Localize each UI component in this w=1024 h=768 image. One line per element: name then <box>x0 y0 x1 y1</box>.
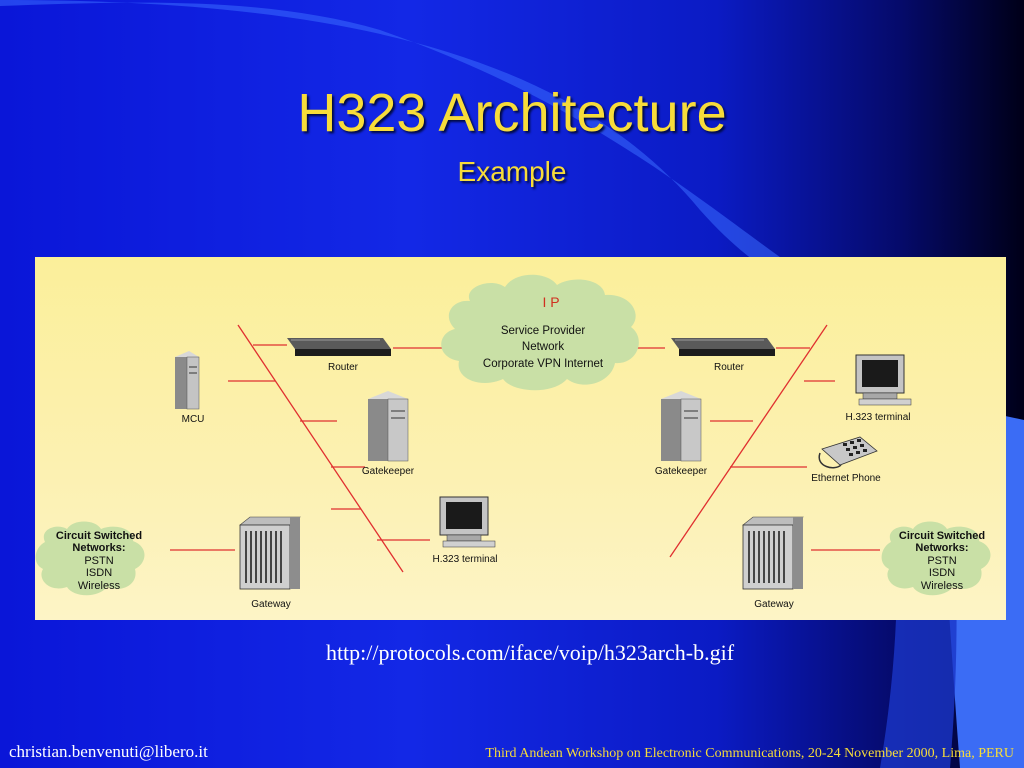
footer-event: Third Andean Workshop on Electronic Comm… <box>485 746 1014 761</box>
right-gateway-label: Gateway <box>754 599 793 610</box>
right-router-icon <box>671 338 775 356</box>
right-csn-item-3: Wireless <box>921 580 964 592</box>
left-router-label: Router <box>328 362 359 373</box>
cloud-line-3: Corporate VPN Internet <box>483 358 604 370</box>
left-csn-title-2: Networks: <box>72 542 125 554</box>
right-router-label: Router <box>714 362 745 373</box>
cloud-line-1: Service Provider <box>501 325 586 337</box>
right-gatekeeper-label: Gatekeeper <box>655 466 708 477</box>
left-gatekeeper-server-icon <box>368 391 409 462</box>
left-gateway-rack-icon <box>239 516 301 590</box>
right-csn-cloud <box>881 521 991 596</box>
cloud-line-2: Network <box>522 341 564 353</box>
right-terminal-computer-icon <box>855 354 912 406</box>
left-gatekeeper-label: Gatekeeper <box>362 466 415 477</box>
right-csn-item-2: ISDN <box>929 567 955 579</box>
left-csn-cloud <box>35 521 145 596</box>
right-csn-item-1: PSTN <box>927 555 956 567</box>
cloud-title: I P <box>542 294 559 310</box>
left-router-icon <box>287 338 391 356</box>
right-csn-title-2: Networks: <box>915 542 968 554</box>
left-terminal-computer-icon <box>439 496 496 548</box>
slide-subtitle: Example <box>457 156 567 187</box>
right-csn-title-1: Circuit Switched <box>899 530 985 542</box>
right-gateway-rack-icon <box>742 516 804 590</box>
left-gateway-label: Gateway <box>251 599 290 610</box>
ip-cloud: I P Service Provider Network Corporate V… <box>441 274 639 391</box>
left-csn-title-1: Circuit Switched <box>56 530 142 542</box>
left-csn-item-3: Wireless <box>78 580 121 592</box>
left-csn-item-2: ISDN <box>86 567 112 579</box>
right-terminal-label: H.323 terminal <box>845 412 910 423</box>
left-terminal-label: H.323 terminal <box>432 554 497 565</box>
source-url[interactable]: http://protocols.com/iface/voip/h323arch… <box>325 640 735 665</box>
ethernet-phone-icon <box>818 436 878 469</box>
right-gatekeeper-server-icon <box>661 391 702 462</box>
ethernet-phone-label: Ethernet Phone <box>811 473 881 484</box>
left-csn-item-1: PSTN <box>84 555 113 567</box>
slide-title: H323 Architecture <box>297 83 727 143</box>
mcu-server-icon <box>175 351 200 410</box>
mcu-label: MCU <box>182 414 205 425</box>
h323-architecture-diagram: I P Service Provider Network Corporate V… <box>35 257 1006 620</box>
footer-email: christian.benvenuti@libero.it <box>9 742 208 761</box>
